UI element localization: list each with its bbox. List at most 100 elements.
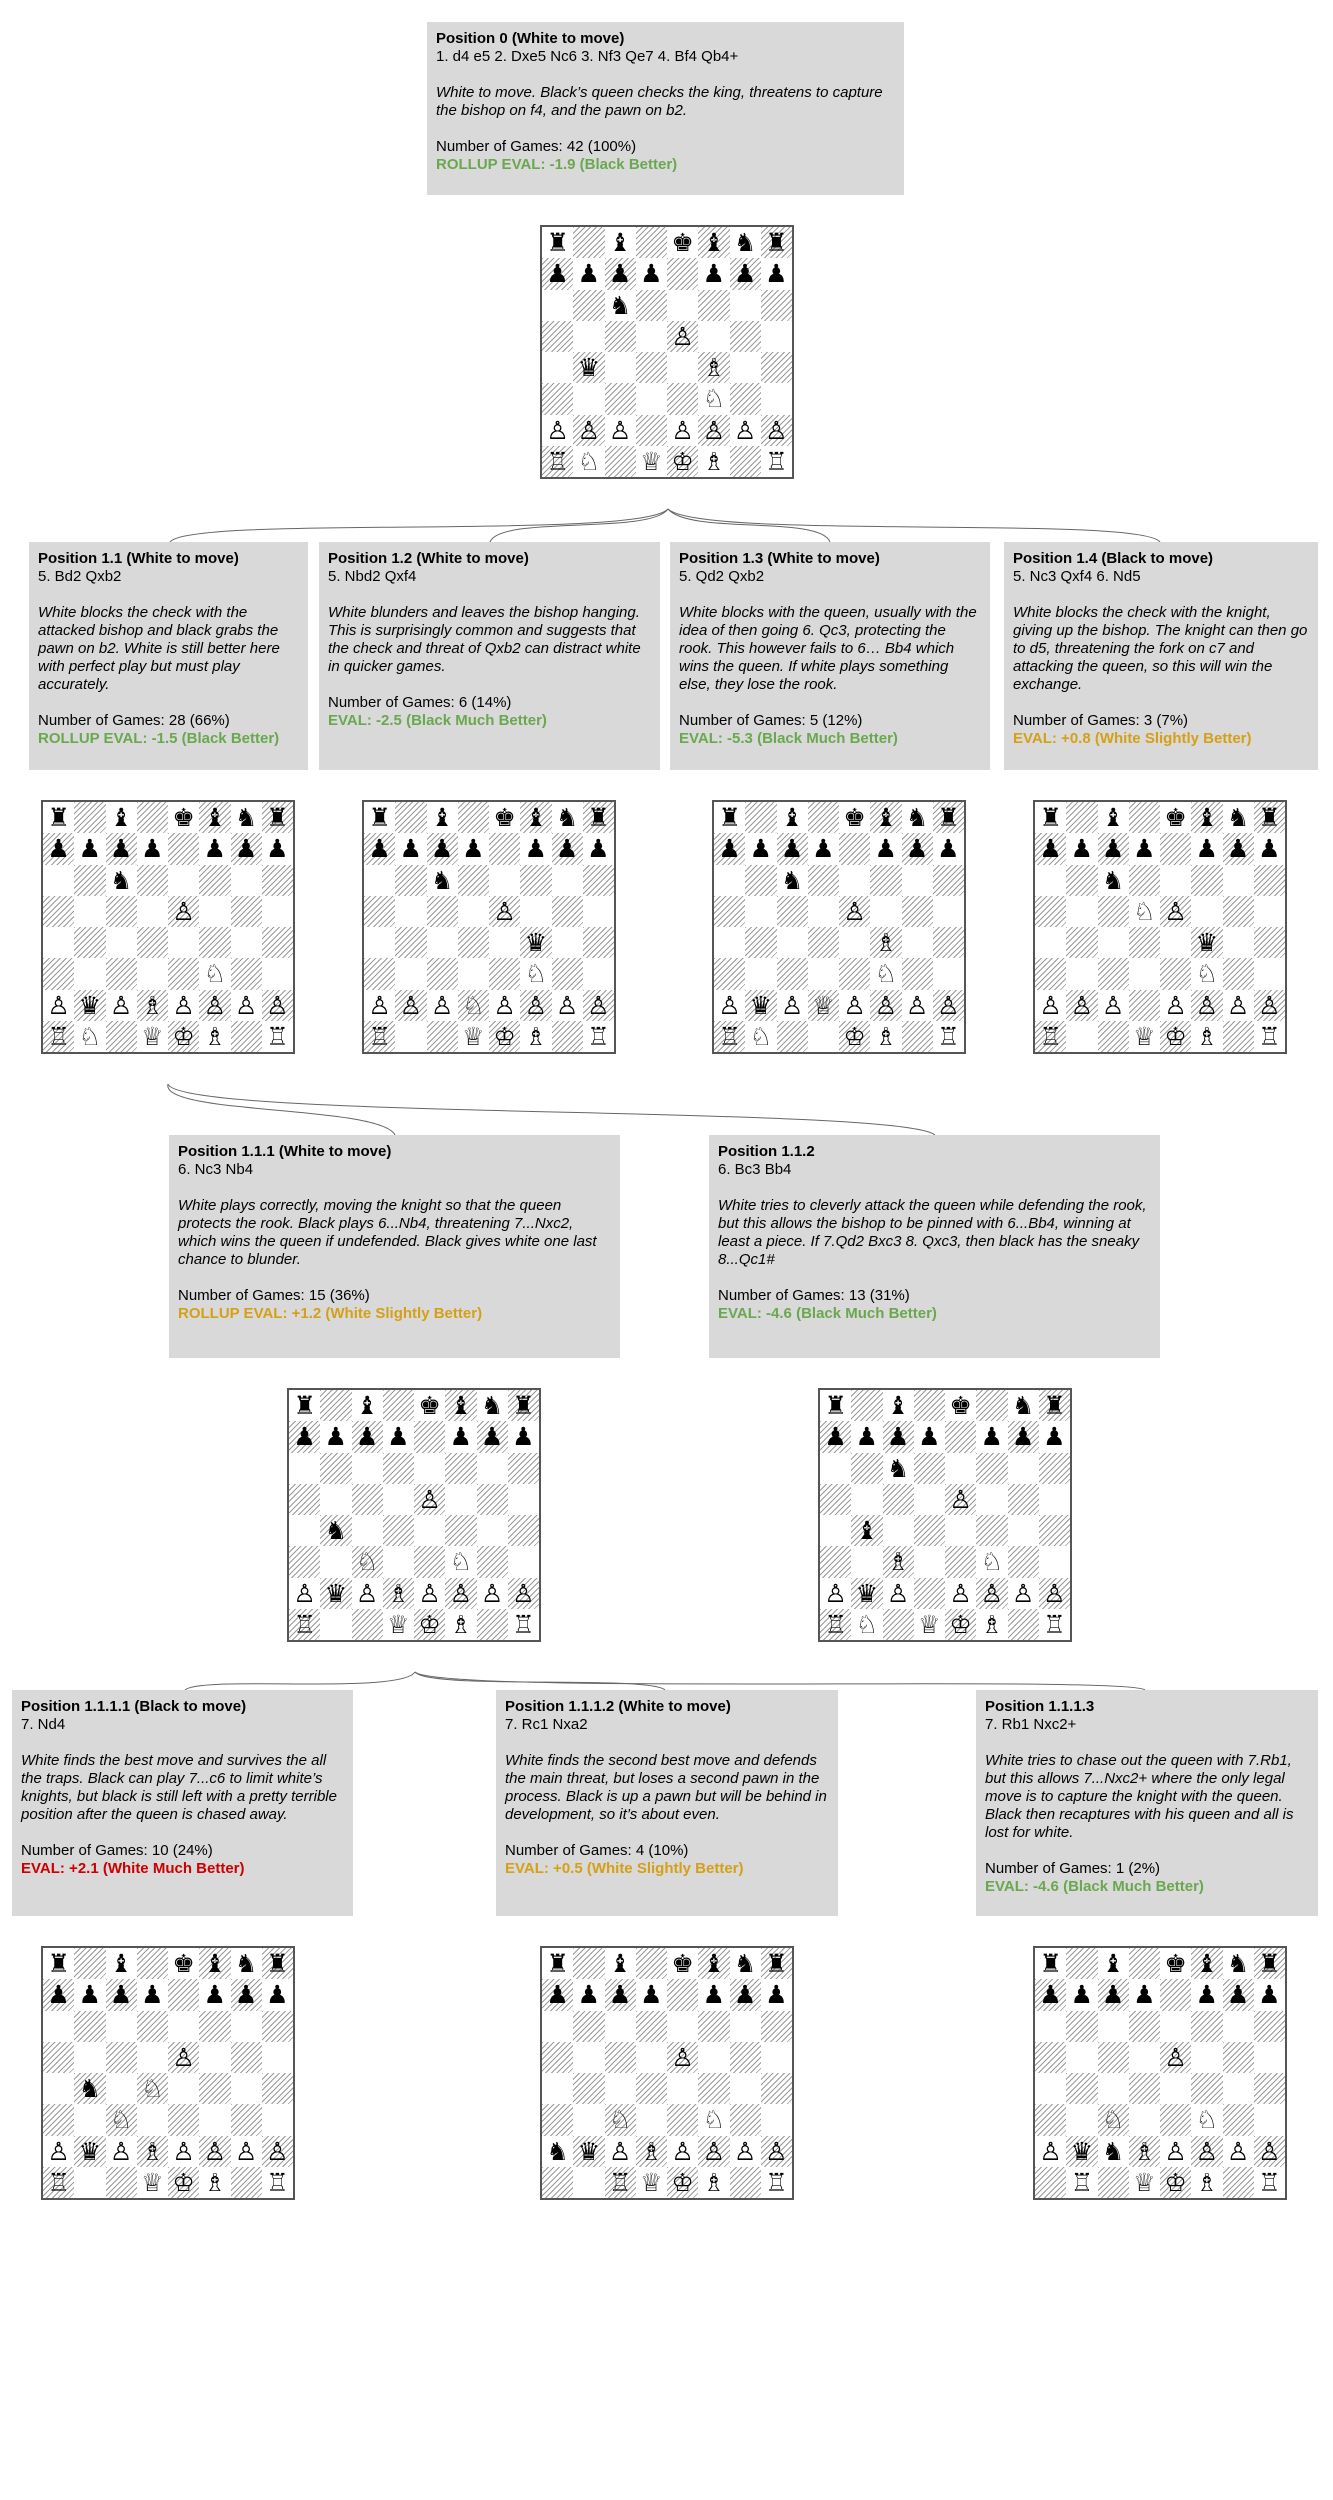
black-rook-icon: ♜︎ [266,1949,289,1979]
board-square: ♕︎ [914,1609,945,1640]
board-square [902,865,933,896]
board-square [1160,833,1192,865]
board-square: ♙︎ [760,2135,792,2167]
black-queen-icon: ♛︎ [524,928,548,958]
node-card-p1_1: Position 1.1 (White to move) 5. Bd2 Qxb2… [29,542,308,770]
board-square [945,1453,976,1484]
black-king-icon: ♚︎ [1164,803,1187,833]
board-square [261,2073,293,2105]
board-square [870,864,902,896]
black-bishop-icon: ♝︎ [109,803,133,833]
board-square [1254,896,1285,927]
board-square: ♘︎ [851,1609,882,1640]
board-square [820,1453,851,1484]
board-square: ♟︎ [1191,833,1222,864]
board-square [320,1609,351,1640]
white-pawn-icon: ♙︎ [733,2136,757,2166]
black-queen-icon: ♛︎ [749,990,773,1020]
board-square: ♗︎ [698,352,730,384]
board-square [262,2104,293,2135]
black-king-icon: ♚︎ [1164,1949,1187,1979]
board-square: ♛︎ [1066,2135,1098,2167]
white-pawn-icon: ♙︎ [1039,2136,1062,2166]
board-square: ♞︎ [605,290,636,321]
board-square [1223,865,1254,896]
white-knight-icon: ♘︎ [1195,959,1219,989]
board-square [137,2042,168,2073]
board-square: ♙︎ [976,1577,1008,1609]
black-knight-icon: ♞︎ [546,2136,569,2166]
board-square: ♘︎ [573,446,604,477]
board-square [168,865,199,896]
board-square: ♗︎ [870,927,902,959]
white-pawn-icon: ♙︎ [293,1578,316,1608]
white-pawn-icon: ♙︎ [1070,990,1094,1020]
board-square [1191,2010,1223,2042]
board-square [1097,895,1129,927]
white-pawn-icon: ♙︎ [1011,1578,1035,1608]
board-square [1066,927,1098,959]
board-square [551,895,583,927]
board-square [230,2166,262,2198]
node-moves: 1. d4 e5 2. Dxe5 Nc6 3. Nf3 Qe7 4. Bf4 Q… [436,48,739,65]
black-king-icon: ♚︎ [949,1391,972,1421]
board-square [136,2010,168,2042]
white-pawn-icon: ♙︎ [1164,2136,1187,2166]
black-bishop-icon: ♝︎ [449,1391,473,1421]
white-pawn-icon: ♙︎ [671,2042,694,2072]
black-king-icon: ♚︎ [172,803,195,833]
black-pawn-icon: ♟︎ [512,1422,535,1452]
white-pawn-icon: ♙︎ [1039,990,1062,1020]
board-square [1035,927,1066,958]
black-rook-icon: ♜︎ [546,228,569,258]
board-square: ♙︎ [730,415,761,446]
white-pawn-icon: ♙︎ [1195,990,1219,1020]
board-square [43,2041,75,2073]
board-square [698,2042,729,2073]
white-bishop-icon: ♗︎ [1133,2136,1156,2166]
node-games: Number of Games: 28 (66%) [38,712,230,729]
node-title: Position 0 (White to move) [436,30,625,47]
board-square [352,1453,383,1484]
black-pawn-icon: ♟︎ [266,834,289,864]
board-square: ♙︎ [231,2136,262,2167]
board-square: ♗︎ [1191,1021,1222,1052]
white-pawn-icon: ♙︎ [172,990,195,1020]
board-square [1008,1453,1039,1484]
board-square [106,2011,137,2042]
node-title: Position 1.1.1.2 (White to move) [505,1698,731,1715]
node-eval: EVAL: +2.1 (White Much Better) [21,1860,245,1877]
board-square: ♟︎ [1222,1979,1254,2011]
board-square [551,958,583,990]
board-square [382,1452,414,1484]
board-square: ♟︎ [636,258,667,289]
black-pawn-icon: ♟︎ [1101,834,1125,864]
board-square: ♟︎ [573,1979,604,2010]
board-square: ♟︎ [1097,1979,1129,2011]
white-king-icon: ♔︎ [172,2167,195,2197]
board-square [1253,2073,1285,2105]
white-pawn-icon: ♙︎ [355,1578,379,1608]
black-bishop-icon: ♝︎ [430,803,454,833]
black-pawn-icon: ♟︎ [234,1980,258,2010]
board-square [230,2041,262,2073]
node-description: White tries to cleverly attack the queen… [718,1197,1147,1268]
white-knight-icon: ♘︎ [980,1547,1004,1577]
black-pawn-icon: ♟︎ [1011,1422,1035,1452]
board-square [542,290,573,321]
board-square: ♙︎ [1223,990,1254,1021]
board-square [761,321,792,352]
white-rook-icon: ♖︎ [1070,2167,1094,2197]
black-bishop-icon: ♝︎ [1195,803,1219,833]
board-square: ♙︎ [489,990,520,1021]
board-square [1254,958,1285,989]
board-square [667,2073,698,2104]
board-square: ♜︎ [43,1948,74,1979]
board-square [667,2104,699,2136]
black-rook-icon: ♜︎ [1039,1949,1062,1979]
board-square: ♚︎ [667,1948,698,1979]
board-square: ♗︎ [698,446,729,477]
board-square [761,383,792,414]
board-square [508,1484,539,1515]
white-knight-icon: ♘︎ [524,959,548,989]
